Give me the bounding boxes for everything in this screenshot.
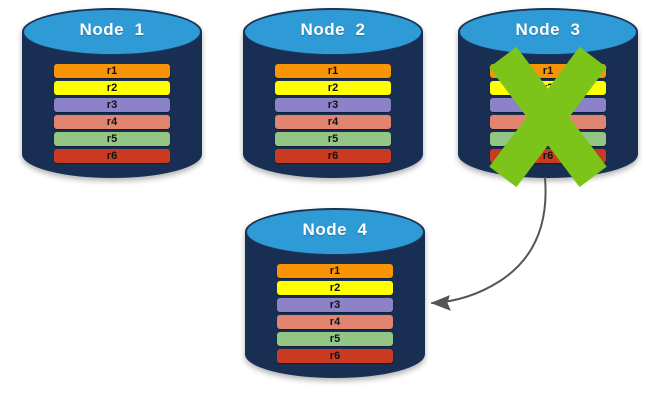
record-stack: r1 r2 r3 r4 r5 r6: [275, 64, 391, 163]
record-bar[interactable]: r2: [277, 281, 393, 295]
record-bar[interactable]: r1: [277, 264, 393, 278]
record-bar[interactable]: r1: [275, 64, 391, 78]
record-bar[interactable]: r4: [277, 315, 393, 329]
record-bar[interactable]: r4: [490, 115, 606, 129]
node-1[interactable]: Node 1 r1 r2 r3 r4 r5 r6: [22, 8, 202, 178]
node-3[interactable]: Node 3 r1 r2 r3 r4 r5 r6: [458, 8, 638, 188]
record-bar[interactable]: r5: [275, 132, 391, 146]
node-title: Node 4: [302, 220, 368, 239]
record-bar[interactable]: r3: [490, 98, 606, 112]
record-stack: r1 r2 r3 r4 r5 r6: [54, 64, 170, 163]
cylinder-top: [23, 9, 201, 55]
record-bar[interactable]: r3: [277, 298, 393, 312]
record-stack: r1 r2 r3 r4 r5 r6: [490, 64, 606, 163]
record-bar[interactable]: r5: [490, 132, 606, 146]
record-bar[interactable]: r2: [54, 81, 170, 95]
record-stack: r1 r2 r3 r4 r5 r6: [277, 264, 393, 363]
record-bar[interactable]: r3: [275, 98, 391, 112]
record-bar[interactable]: r6: [54, 149, 170, 163]
node-2[interactable]: Node 2 r1 r2 r3 r4 r5 r6: [243, 8, 423, 178]
node-title: Node 1: [79, 20, 145, 39]
record-bar[interactable]: r4: [54, 115, 170, 129]
record-bar[interactable]: r4: [275, 115, 391, 129]
record-bar[interactable]: r6: [277, 349, 393, 363]
cylinder-top: [244, 9, 422, 55]
record-bar[interactable]: r2: [275, 81, 391, 95]
node-title: Node 3: [515, 20, 581, 39]
record-bar[interactable]: r5: [54, 132, 170, 146]
record-bar[interactable]: r5: [277, 332, 393, 346]
record-bar[interactable]: r6: [275, 149, 391, 163]
node-4[interactable]: Node 4 r1 r2 r3 r4 r5 r6: [245, 208, 425, 378]
node-title: Node 2: [300, 20, 366, 39]
arrow-path: [431, 177, 547, 304]
arrow-head-icon: [430, 295, 451, 311]
record-bar[interactable]: r1: [54, 64, 170, 78]
record-bar[interactable]: r6: [490, 149, 606, 163]
cylinder-top: [246, 209, 424, 255]
record-bar[interactable]: r3: [54, 98, 170, 112]
record-bar[interactable]: r1: [490, 64, 606, 78]
record-bar[interactable]: r2: [490, 81, 606, 95]
